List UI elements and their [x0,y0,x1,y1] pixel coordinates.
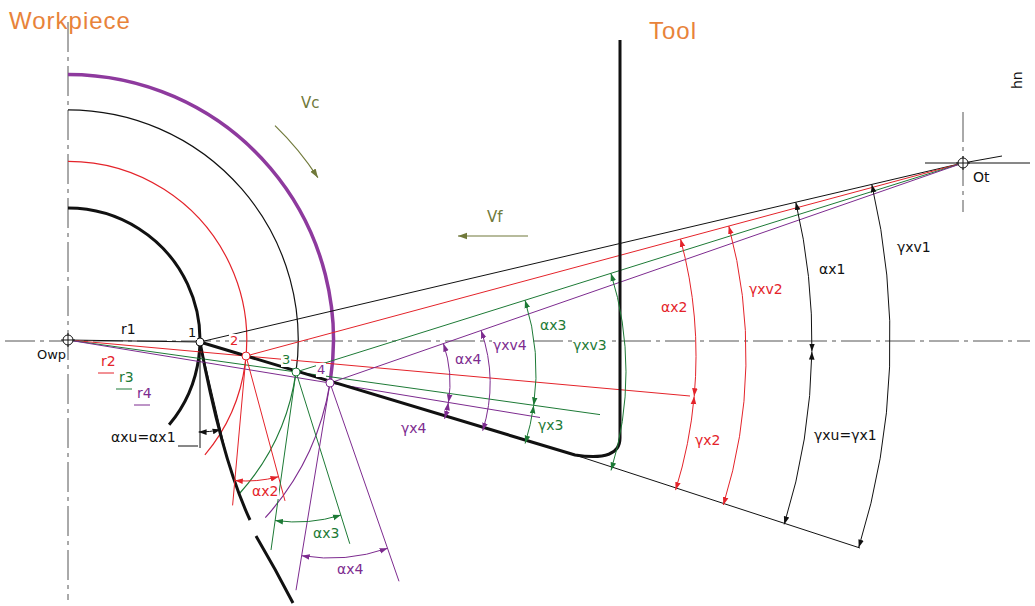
ray-line [200,163,963,383]
radius-label: r1 [120,322,137,337]
angle-arc [443,344,450,403]
angle-arc [681,239,697,396]
angle-arc [525,300,536,405]
angle-arc [199,430,388,558]
clearance-line [178,342,399,590]
velocity-arrow [275,126,528,236]
angle-label: γx4 [400,421,427,436]
part-name: Workpiece [8,8,132,33]
workpiece-arc [68,74,334,517]
point-number: 2 [229,334,239,348]
angle-label: αx1 [818,262,846,277]
machined-surface [200,342,293,603]
leader-line [134,405,150,406]
angle-arc [525,405,534,443]
angle-arc [302,548,388,558]
point-number: 4 [316,363,326,377]
angle-label: γxv3 [572,338,608,353]
leader-line [98,373,114,374]
clearance-line [200,342,225,449]
angle-arc [723,226,746,505]
point-marker [61,156,970,387]
reference-line [925,156,1030,163]
reference-line [925,163,1030,164]
clearance-line [233,356,246,505]
velocity-label: Vc [300,96,321,112]
leader-line [116,389,132,390]
ray-line [246,163,963,356]
angle-arc [481,331,490,431]
angle-label: γxv4 [492,338,528,353]
workpiece-arc [68,110,298,372]
angle-arc [796,202,812,351]
point-marker [61,333,75,347]
center-label: Ot [972,170,991,185]
machined-surface [256,536,293,603]
angle-arc [235,477,279,481]
point-marker [956,156,970,170]
angle-arc [275,515,341,522]
angle-label: γxv2 [748,282,784,297]
dimension-label: hn [1010,70,1025,90]
angle-label: γx2 [694,433,721,448]
angle-label: αx2 [251,484,279,499]
angle-arc [676,396,695,490]
ray-line [296,163,963,372]
center-line [5,22,1030,600]
clearance-line [271,372,296,550]
clearance-line [178,446,198,447]
angle-label: γxu=γx1 [813,428,878,443]
part-name: Tool [648,18,698,43]
clearance-line [330,383,399,581]
point-number: 1 [187,326,197,340]
angle-label: αx4 [454,352,482,367]
angle-label: αx2 [660,300,688,315]
center-label: Owp [36,348,67,362]
angle-label: αx4 [336,562,364,577]
velocity-label: Vf [486,210,504,226]
velocity-arrow [458,235,528,236]
workpiece-arc [68,161,247,455]
angle-arc [199,430,221,432]
point-number: 3 [281,353,291,367]
point-marker [292,368,300,376]
radius-line [68,340,540,418]
tool-outline [575,455,860,548]
angle-arc [443,184,890,547]
angle-arc [611,273,626,470]
workpiece-arc [68,74,334,383]
velocity-arrow [275,126,318,178]
ray-line [200,163,963,342]
angle-label: γxv1 [896,240,932,255]
workpiece-arc [68,208,200,425]
angle-label: αx3 [312,526,340,541]
angle-arc [445,402,449,418]
tool-outline [200,40,860,548]
angle-label: αx3 [539,318,567,333]
angle-arc [784,352,812,525]
clearance-line [296,383,330,590]
angle-arc [859,184,890,547]
tool-outline [200,40,620,457]
angle-label: γx3 [537,418,564,433]
angle-label: αxu=αx1 [110,430,177,445]
ray-line [330,163,963,383]
radius-label: r4 [136,386,153,401]
radius-label: r3 [118,370,135,385]
point-marker [326,379,334,387]
reference-line [963,156,1002,163]
center-line [68,22,69,600]
point-marker [242,352,250,360]
clearance-line [296,372,350,544]
radius-label: r2 [100,354,117,369]
